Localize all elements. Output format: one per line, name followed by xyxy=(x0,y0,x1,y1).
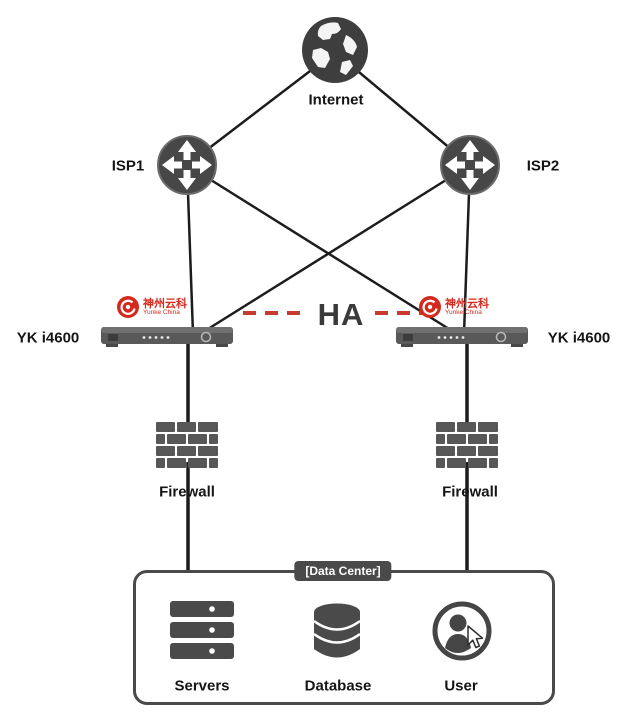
firewall-left-icon xyxy=(156,422,218,468)
database-label: Database xyxy=(304,677,372,695)
internet-globe-icon xyxy=(302,17,368,83)
ha-label: HA xyxy=(307,297,375,333)
isp2-label: ISP2 xyxy=(526,157,560,175)
brand-name-en: Yunke China xyxy=(143,308,180,316)
datacenter-badge: [Data Center] xyxy=(294,561,392,581)
servers-icon xyxy=(170,601,234,659)
yunke-logo-right: 神州云科 Yunke China xyxy=(418,295,489,319)
yunke-swirl-icon xyxy=(117,296,139,318)
brand-name-cn: 神州云科 xyxy=(445,297,489,310)
lb-appliance-right-icon xyxy=(396,327,528,347)
user-label: User xyxy=(444,677,478,695)
link-isp2-lb-left xyxy=(199,163,471,336)
yunke-logo-left: 神州云科 Yunke China xyxy=(116,295,187,319)
isp1-router-icon xyxy=(157,135,217,195)
internet-label: Internet xyxy=(308,91,364,109)
isp2-router-icon xyxy=(440,135,500,195)
isp1-label: ISP1 xyxy=(111,157,145,175)
cursor-arrow-icon xyxy=(467,625,484,649)
link-isp1-lb-right xyxy=(186,163,458,336)
firewall-right-label: Firewall xyxy=(442,483,498,501)
lb-left-label: YK i4600 xyxy=(16,329,80,347)
brand-name-cn: 神州云科 xyxy=(143,297,187,310)
user-icon xyxy=(432,601,492,661)
lb-right-label: YK i4600 xyxy=(547,329,611,347)
database-icon xyxy=(313,603,361,658)
firewall-right-icon xyxy=(436,422,498,468)
lb-appliance-left-icon xyxy=(101,327,233,347)
yunke-swirl-icon xyxy=(419,296,441,318)
firewall-left-label: Firewall xyxy=(159,483,215,501)
servers-label: Servers xyxy=(174,677,230,695)
brand-name-en: Yunke China xyxy=(445,308,482,316)
